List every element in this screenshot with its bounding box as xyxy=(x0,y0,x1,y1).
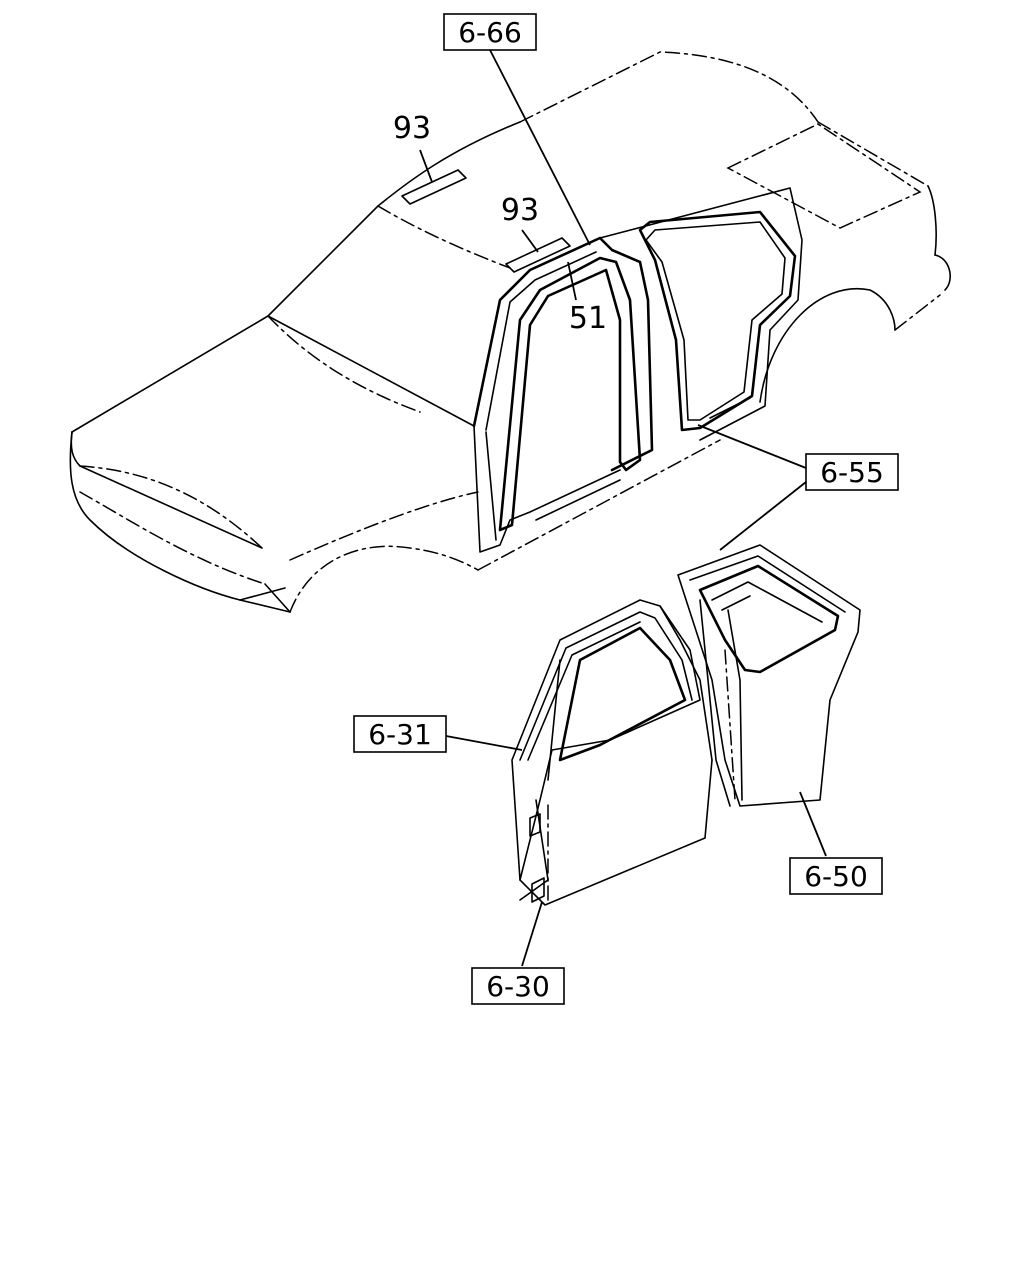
part-51-label[interactable]: 51 xyxy=(569,301,607,336)
callout-6-31-text: 6-31 xyxy=(368,718,432,751)
leader-lines xyxy=(419,49,827,967)
callout-6-50-text: 6-50 xyxy=(804,860,868,893)
roof-strip-upper xyxy=(401,169,467,205)
callout-6-55[interactable]: 6-55 xyxy=(805,453,899,491)
callout-6-50[interactable]: 6-50 xyxy=(789,857,883,895)
callout-6-30-text: 6-30 xyxy=(486,970,550,1003)
callout-6-66[interactable]: 6-66 xyxy=(443,13,537,51)
callout-6-30[interactable]: 6-30 xyxy=(471,967,565,1005)
part-93-upper-label[interactable]: 93 xyxy=(393,111,431,146)
callout-6-55-text: 6-55 xyxy=(820,456,884,489)
roof-strip-lower xyxy=(505,237,571,273)
front-door xyxy=(511,599,713,906)
callout-6-31[interactable]: 6-31 xyxy=(353,715,447,753)
vehicle-body xyxy=(69,51,951,613)
part-93-lower-label[interactable]: 93 xyxy=(501,193,539,228)
callout-6-66-text: 6-66 xyxy=(458,16,522,49)
rear-door xyxy=(677,544,861,807)
